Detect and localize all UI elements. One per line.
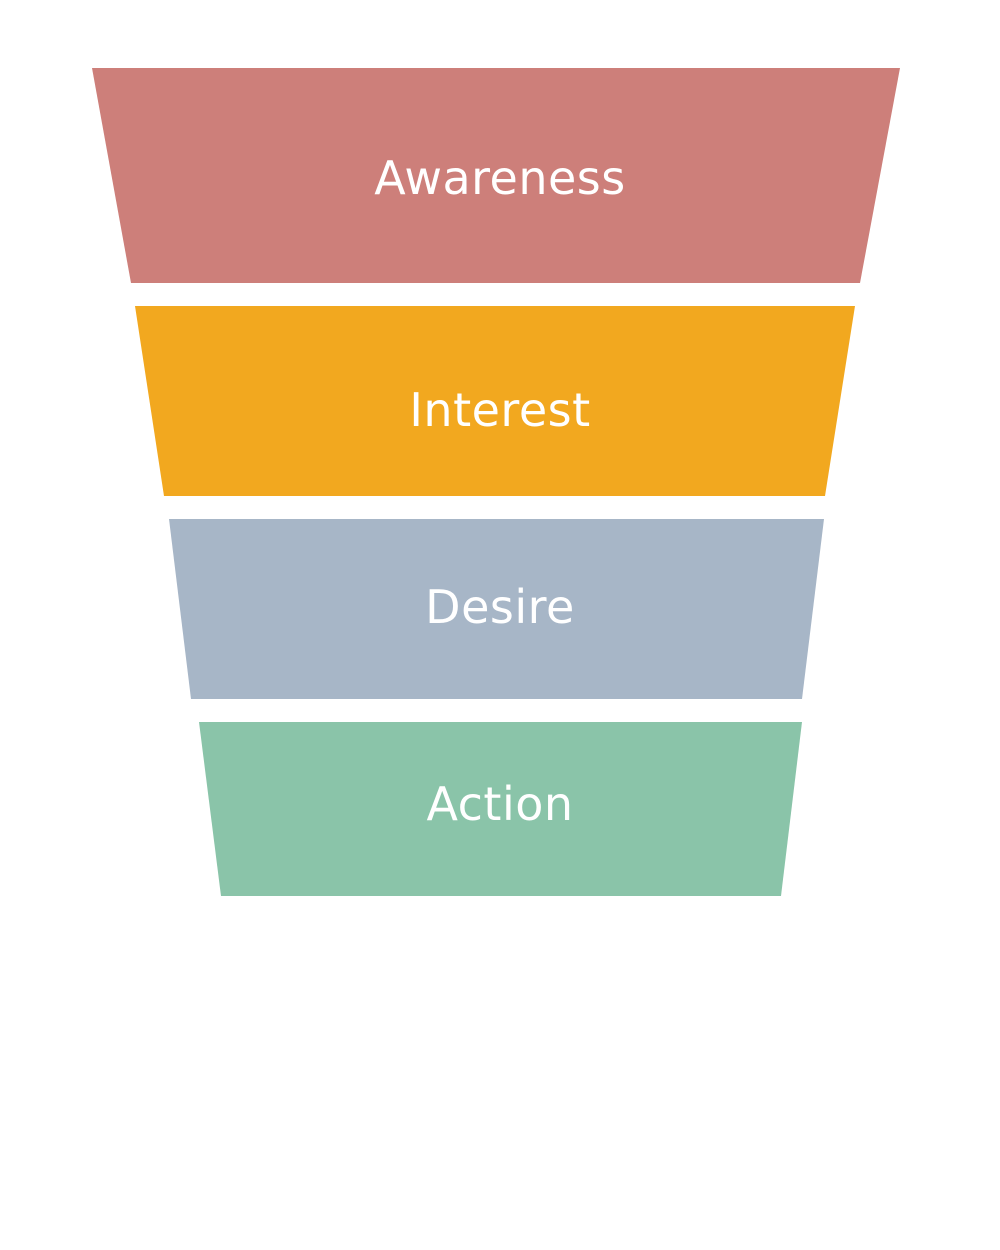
funnel-stage-action: Action [199,722,802,896]
funnel-stage-shape [135,306,855,496]
funnel-stage-shape [92,68,900,283]
funnel-stage-label: Awareness [374,151,626,205]
funnel-stage-shape [199,722,802,896]
funnel-stage-label: Interest [409,383,590,437]
funnel-stage-shape [169,519,824,699]
funnel-stage-awareness: Awareness [92,68,900,283]
funnel-stage-interest: Interest [135,306,855,496]
funnel-stage-desire: Desire [169,519,824,699]
funnel-stage-label: Desire [425,580,575,634]
funnel-stage-label: Action [426,777,573,831]
